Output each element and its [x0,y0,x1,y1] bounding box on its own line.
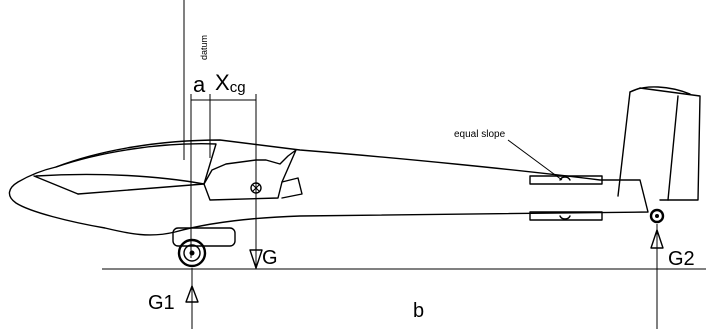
tail-cap [629,86,691,95]
g2-force-arrow-icon [650,224,664,329]
canopy-frame [33,175,79,195]
b-label: b [413,300,424,322]
tailplane-lower-bump [559,215,571,220]
equal-slope-leader [507,139,563,181]
tailplane-lower [529,211,603,221]
cockpit-detail [281,177,303,199]
g1-label: G1 [148,292,175,314]
datum-label: datum [199,35,209,60]
g1-force-arrow-icon [185,268,199,329]
xcg-label-main: X [215,70,230,95]
tail-wheel-icon [649,208,665,224]
xcg-label-sub: cg [230,79,246,96]
rudder-hinge [667,95,679,201]
cockpit-shape [203,149,297,201]
main-wheel-icon [177,238,207,268]
a-label: a [193,72,206,97]
xcg-label: Xcg [215,70,246,96]
g-force-arrow-icon [249,193,263,269]
g2-label: G2 [668,248,695,270]
g-label: G [262,247,278,269]
equal-slope-label: equal slope [454,129,506,140]
tail-fin [617,87,701,201]
canopy-sill [77,183,205,195]
canopy [35,143,217,185]
fuselage-outline [8,139,649,236]
tailplane-upper [529,175,603,185]
